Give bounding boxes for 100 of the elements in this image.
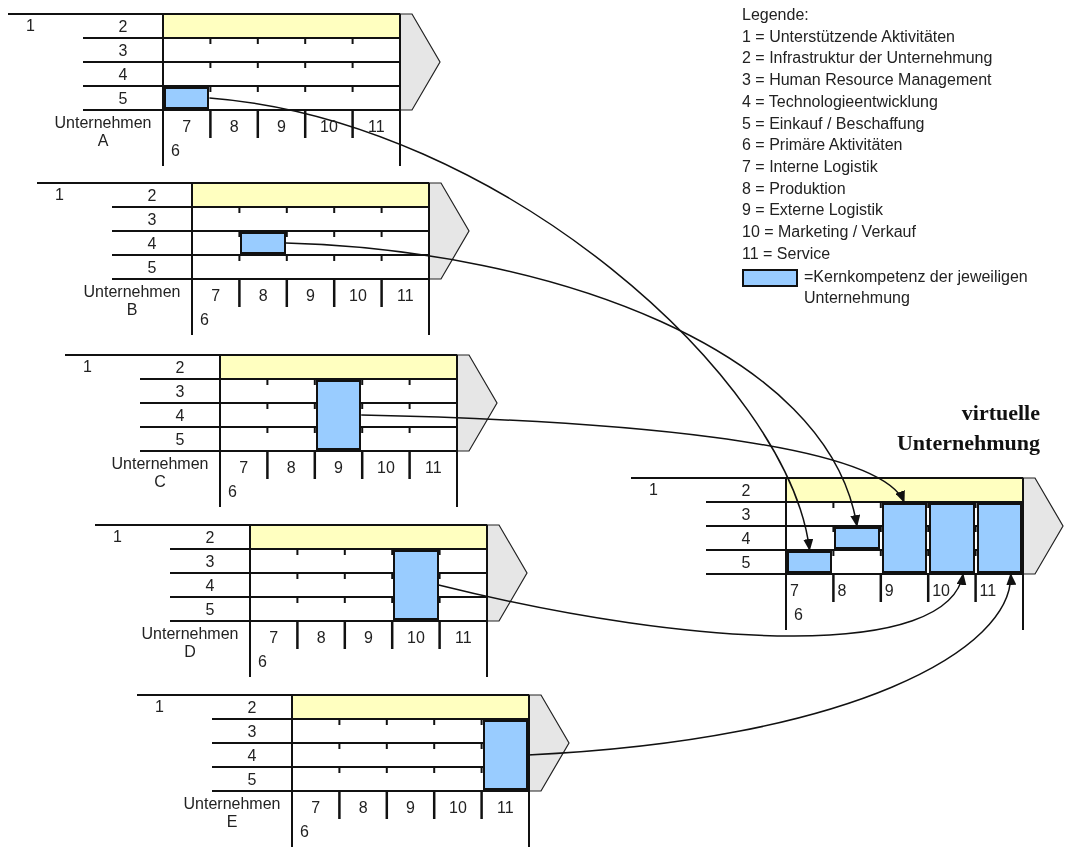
legend-entry: 1 = Unterstützende Aktivitäten bbox=[742, 27, 955, 46]
column-label: 11 bbox=[496, 799, 515, 817]
row-label: 4 bbox=[740, 530, 752, 548]
row-label: 3 bbox=[246, 723, 258, 741]
column-label: 7 bbox=[310, 799, 322, 817]
column-label: 11 bbox=[396, 287, 415, 305]
legend-entry: 2 = Infrastruktur der Unternehmung bbox=[742, 49, 993, 68]
column-label: 8 bbox=[285, 459, 297, 477]
row-label: 4 bbox=[204, 577, 216, 595]
legend-entry: 10 = Marketing / Verkauf bbox=[742, 223, 916, 241]
column-label: 9 bbox=[405, 799, 416, 817]
company-label: Unternehmen E bbox=[182, 795, 282, 831]
arrow bbox=[527, 572, 1015, 756]
row-label: 5 bbox=[146, 259, 158, 277]
primary-activities-label: 6 bbox=[228, 483, 237, 501]
column-label: 11 bbox=[367, 118, 386, 136]
column-label: 11 bbox=[454, 629, 473, 647]
row-label: 3 bbox=[117, 42, 129, 60]
column-label: 7 bbox=[268, 629, 280, 647]
support-activities-label: 1 bbox=[83, 358, 92, 376]
row-label: 3 bbox=[204, 553, 216, 571]
row-label: 2 bbox=[174, 359, 186, 377]
core-competence-block bbox=[315, 380, 362, 450]
arrow bbox=[360, 414, 906, 504]
column-label: 8 bbox=[257, 287, 269, 305]
core-competence-block bbox=[881, 503, 928, 573]
column-label: 11 bbox=[979, 582, 998, 600]
legend-entry: 11 = Service bbox=[742, 244, 831, 263]
support-activities-label: 1 bbox=[113, 528, 122, 546]
core-competence-block bbox=[164, 87, 210, 109]
column-label: 8 bbox=[315, 629, 327, 647]
row-label: 5 bbox=[740, 554, 752, 572]
row-label: 4 bbox=[174, 407, 186, 425]
legend-entry: 8 = Produktion bbox=[742, 179, 846, 198]
column-label: 8 bbox=[357, 799, 369, 817]
row-label: 5 bbox=[174, 431, 186, 449]
primary-activities-label: 6 bbox=[258, 653, 267, 671]
row-label: 4 bbox=[146, 235, 158, 253]
row-label: 5 bbox=[204, 601, 216, 619]
column-label: 8 bbox=[228, 118, 240, 136]
column-label: 9 bbox=[333, 459, 344, 477]
company-label: Unternehmen A bbox=[53, 114, 153, 150]
column-label: 8 bbox=[837, 582, 848, 600]
column-label: 7 bbox=[790, 582, 800, 600]
legend-entry: 6 = Primäre Aktivitäten bbox=[742, 136, 903, 155]
column-label: 10 bbox=[319, 118, 339, 136]
column-label: 10 bbox=[932, 582, 951, 600]
arrow bbox=[208, 97, 812, 552]
row-label: 2 bbox=[117, 18, 129, 36]
column-label: 9 bbox=[305, 287, 316, 305]
column-label: 10 bbox=[448, 799, 468, 817]
legend-entry: 3 = Human Resource Management bbox=[742, 71, 992, 90]
row-label: 4 bbox=[117, 66, 129, 84]
row-label: 2 bbox=[740, 482, 752, 500]
legend-entry: =Kernkompetenz der jeweiligen Unternehmung bbox=[804, 267, 1029, 309]
company-label: Unternehmen B bbox=[82, 283, 182, 319]
column-label: 11 bbox=[424, 459, 443, 477]
company-label: Unternehmen D bbox=[140, 625, 240, 661]
legend-entry: 4 = Technologieentwicklung bbox=[742, 92, 938, 111]
column-label: 7 bbox=[210, 287, 222, 305]
core-competence-block bbox=[393, 550, 439, 620]
legend-entry: 9 = Externe Logistik bbox=[742, 201, 883, 220]
support-activities-label: 1 bbox=[55, 186, 64, 204]
support-activities-label: 1 bbox=[26, 17, 35, 35]
primary-activities-label: 6 bbox=[171, 142, 180, 160]
primary-activities-label: 6 bbox=[794, 606, 803, 624]
column-label: 9 bbox=[276, 118, 287, 136]
row-label: 5 bbox=[117, 90, 129, 108]
core-competence-block bbox=[787, 551, 833, 573]
legend-heading: Legende: bbox=[742, 6, 809, 24]
column-label: 7 bbox=[181, 118, 193, 136]
legend-entry: 5 = Einkauf / Beschaffung bbox=[742, 114, 925, 133]
row-label: 2 bbox=[246, 699, 258, 717]
arrow bbox=[437, 572, 964, 637]
column-label: 9 bbox=[363, 629, 374, 647]
row-label: 2 bbox=[146, 187, 158, 205]
core-competence-block bbox=[240, 232, 286, 254]
row-label: 3 bbox=[174, 383, 186, 401]
company-label: Unternehmen C bbox=[110, 455, 210, 491]
legend-entry: 7 = Interne Logistik bbox=[742, 157, 878, 176]
core-competence-block bbox=[834, 527, 880, 549]
column-label: 10 bbox=[376, 459, 396, 477]
row-label: 5 bbox=[246, 771, 258, 789]
column-label: 10 bbox=[348, 287, 368, 305]
row-label: 4 bbox=[246, 747, 258, 765]
row-label: 2 bbox=[204, 529, 216, 547]
support-activities-label: 1 bbox=[649, 481, 658, 499]
primary-activities-label: 6 bbox=[200, 311, 209, 329]
column-label: 9 bbox=[884, 582, 895, 600]
arrow bbox=[285, 242, 859, 528]
core-competence-block bbox=[976, 503, 1022, 573]
support-activities-label: 1 bbox=[155, 698, 164, 716]
row-label: 3 bbox=[740, 506, 752, 524]
column-label: 7 bbox=[238, 459, 250, 477]
column-label: 10 bbox=[406, 629, 426, 647]
primary-activities-label: 6 bbox=[300, 823, 309, 841]
company-label: virtuelle Unternehmung bbox=[896, 399, 1040, 457]
core-competence-block bbox=[929, 503, 975, 573]
row-label: 3 bbox=[146, 211, 158, 229]
core-competence-block bbox=[482, 720, 528, 790]
